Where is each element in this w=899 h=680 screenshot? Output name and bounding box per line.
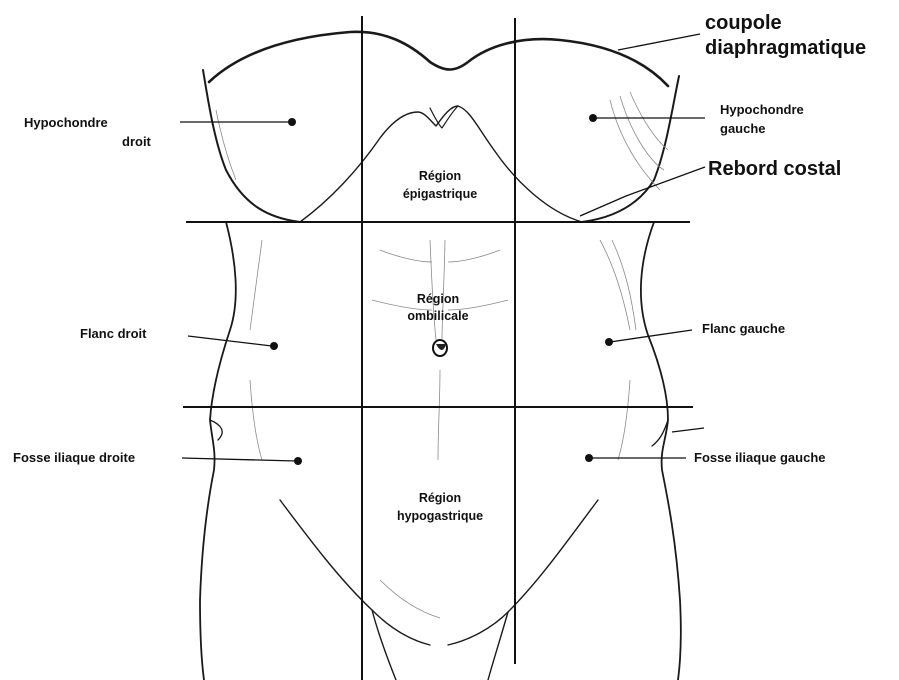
dot-fosse-gauche — [585, 454, 593, 462]
leader-flanc-droit — [188, 336, 272, 346]
thorax-wall-left-side — [582, 76, 679, 222]
label-flanc-gauche: Flanc gauche — [702, 321, 785, 336]
torso-outline — [200, 32, 681, 680]
leader-iliac-crest — [672, 428, 704, 432]
label-fosse-iliaque-droite: Fosse iliaque droite — [13, 450, 135, 465]
label-hypochondre-droit-line2: droit — [122, 134, 152, 149]
leader-coupole — [618, 34, 700, 50]
label-ombilicale-line2: ombilicale — [407, 309, 468, 323]
dot-fosse-droite — [294, 457, 302, 465]
label-epigastrique-line1: Région — [419, 169, 461, 183]
labels: coupole diaphragmatique Rebord costal Hy… — [13, 12, 866, 523]
region-grid — [183, 16, 693, 680]
costal-margin — [300, 106, 582, 222]
diaphragm-dome — [209, 32, 668, 86]
thigh-inner-left — [488, 612, 508, 680]
leaders — [180, 34, 705, 465]
thorax-wall-right-side — [203, 70, 300, 222]
label-flanc-droit: Flanc droit — [80, 326, 147, 341]
label-ombilicale-line1: Région — [417, 292, 459, 306]
label-hypogastrique-line2: hypogastrique — [397, 509, 483, 523]
dot-hypochondre-gauche — [589, 114, 597, 122]
label-hypochondre-gauche-line2: gauche — [720, 121, 766, 136]
dot-flanc-droit — [270, 342, 278, 350]
dot-flanc-gauche — [605, 338, 613, 346]
label-fosse-iliaque-gauche: Fosse iliaque gauche — [694, 450, 826, 465]
leader-fosse-droite — [182, 458, 296, 461]
flank-outline-right — [200, 222, 236, 680]
flank-outline-left — [641, 222, 681, 680]
dot-hypochondre-droit — [288, 118, 296, 126]
label-epigastrique-line2: épigastrique — [403, 187, 477, 201]
leader-rebord-costal — [580, 167, 705, 216]
umbilicus-shadow — [436, 344, 446, 350]
label-coupole-line1: coupole — [705, 12, 782, 34]
label-coupole-line2: diaphragmatique — [705, 37, 866, 59]
label-hypochondre-gauche-line1: Hypochondre — [720, 102, 804, 117]
label-hypogastrique-line1: Région — [419, 491, 461, 505]
label-hypochondre-droit-line1: Hypochondre — [24, 115, 108, 130]
label-rebord-costal: Rebord costal — [708, 158, 841, 180]
